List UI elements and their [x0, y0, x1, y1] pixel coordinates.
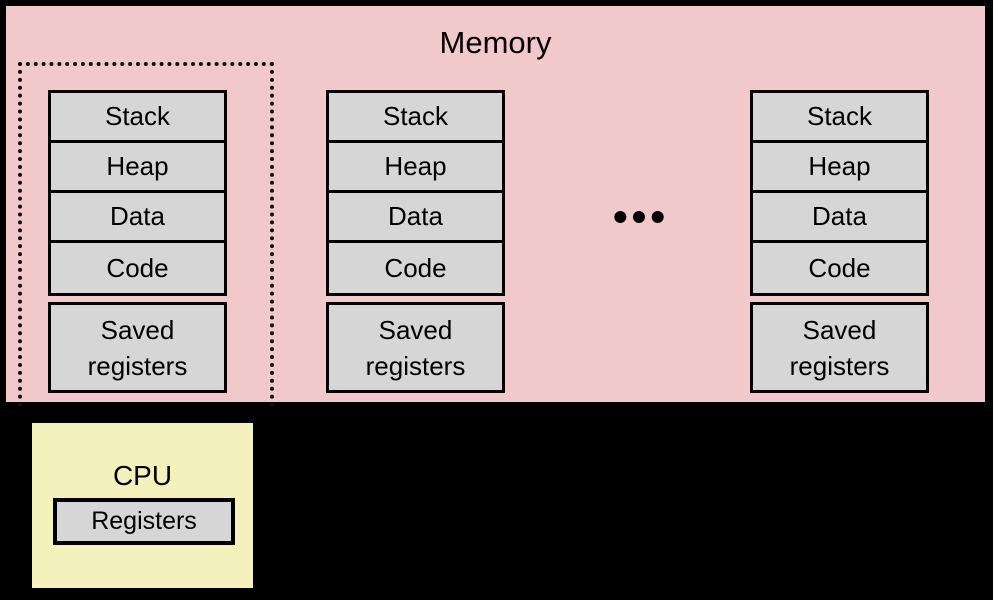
process-1-segments: Stack Heap Data Code: [326, 90, 505, 296]
process-column-0: Stack Heap Data Code Saved registers: [48, 90, 227, 393]
process-1-saved-registers-line2: registers: [365, 350, 466, 381]
process-1-segment-heap: Heap: [329, 143, 502, 193]
memory-title: Memory: [439, 25, 552, 60]
process-0-segment-data: Data: [51, 193, 224, 243]
cpu-title: CPU: [112, 460, 173, 491]
process-2-saved-registers-line2: registers: [789, 350, 890, 381]
process-2-segment-code: Code: [753, 243, 926, 293]
process-0-saved-registers: Saved registers: [48, 302, 227, 393]
process-2-segments: Stack Heap Data Code: [750, 90, 929, 296]
process-1-segment-stack: Stack: [329, 93, 502, 143]
memory-panel: Memory Stack Heap Data Code Saved regist…: [6, 6, 985, 407]
process-0-saved-registers-line2: registers: [87, 350, 188, 381]
process-2-segment-heap: Heap: [753, 143, 926, 193]
process-1-saved-registers-line1: Saved: [378, 314, 453, 345]
process-column-1: Stack Heap Data Code Saved registers: [326, 90, 505, 393]
process-0-saved-registers-line1: Saved: [100, 314, 175, 345]
process-2-segment-data: Data: [753, 193, 926, 243]
process-ellipsis: •••: [612, 193, 670, 240]
process-1-segment-data: Data: [329, 193, 502, 243]
process-0-segment-stack: Stack: [51, 93, 224, 143]
cpu-registers-box: Registers: [53, 498, 235, 545]
process-column-2: Stack Heap Data Code Saved registers: [750, 90, 929, 393]
process-1-segment-code: Code: [329, 243, 502, 293]
process-0-segment-heap: Heap: [51, 143, 224, 193]
process-0-segments: Stack Heap Data Code: [48, 90, 227, 296]
process-1-saved-registers: Saved registers: [326, 302, 505, 393]
process-2-saved-registers-line1: Saved: [802, 314, 877, 345]
process-0-segment-code: Code: [51, 243, 224, 293]
process-2-segment-stack: Stack: [753, 93, 926, 143]
cpu-panel: CPU Registers: [32, 423, 253, 588]
process-2-saved-registers: Saved registers: [750, 302, 929, 393]
